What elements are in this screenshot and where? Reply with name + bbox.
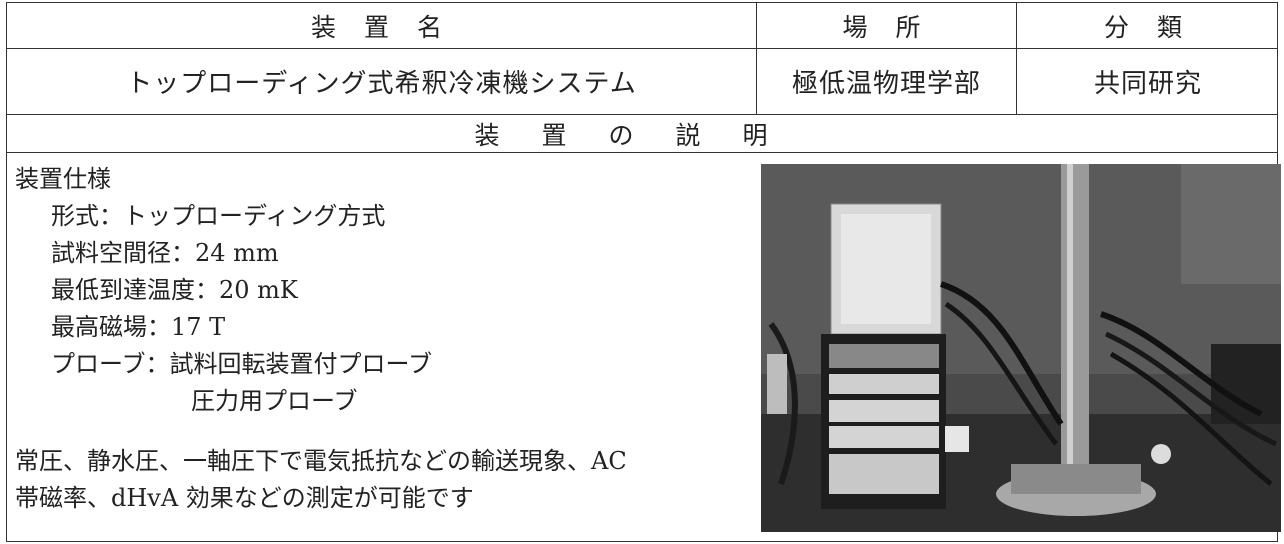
- description-title: 装置の説明: [474, 120, 810, 150]
- spec-line-max-field: 最高磁場：17 T: [51, 313, 226, 341]
- capability-note: 常圧、静水圧、一軸圧下で電気抵抗などの輸送現象、AC 帯磁率、dHvA 効果など…: [15, 443, 627, 517]
- device-name-header: 装 置 名: [7, 3, 757, 48]
- spec-line-min-temp: 最低到達温度：20 mK: [51, 276, 298, 304]
- spec-line-probe: プローブ：試料回転装置付プローブ: [51, 350, 433, 378]
- header-row: 装 置 名 場 所 分 類: [7, 3, 1277, 49]
- device-name-value: トップローディング式希釈冷凍機システム: [7, 49, 757, 114]
- note-line-1: 常圧、静水圧、一軸圧下で電気抵抗などの輸送現象、AC: [15, 447, 627, 475]
- category-header: 分 類: [1104, 12, 1192, 42]
- location-header: 場 所: [757, 3, 1017, 48]
- location-value: 極低温物理学部: [757, 49, 1017, 114]
- description-header-row: 装置の説明: [7, 115, 1277, 153]
- equipment-sheet: 装 置 名 場 所 分 類 トップローディング式希釈冷凍機システム 極低温物理学…: [6, 2, 1281, 543]
- description-body: 装置仕様 形式：トップローディング方式 試料空間径：24 mm 最低到達温度：2…: [7, 153, 1281, 543]
- note-line-2: 帯磁率、dHvA 効果などの測定が可能です: [15, 484, 474, 512]
- spec-block: 装置仕様 形式：トップローディング方式 試料空間径：24 mm 最低到達温度：2…: [15, 161, 432, 420]
- equipment-photo: [761, 164, 1281, 532]
- spec-line-format: 形式：トップローディング方式: [51, 202, 386, 230]
- spec-title: 装置仕様: [15, 165, 111, 193]
- spec-line-pressure-probe: 圧力用プローブ: [191, 387, 358, 415]
- spec-line-sample-space: 試料空間径：24 mm: [51, 239, 279, 267]
- category-value: 共同研究: [1093, 69, 1202, 99]
- record-row: トップローディング式希釈冷凍機システム 極低温物理学部 共同研究: [7, 49, 1277, 115]
